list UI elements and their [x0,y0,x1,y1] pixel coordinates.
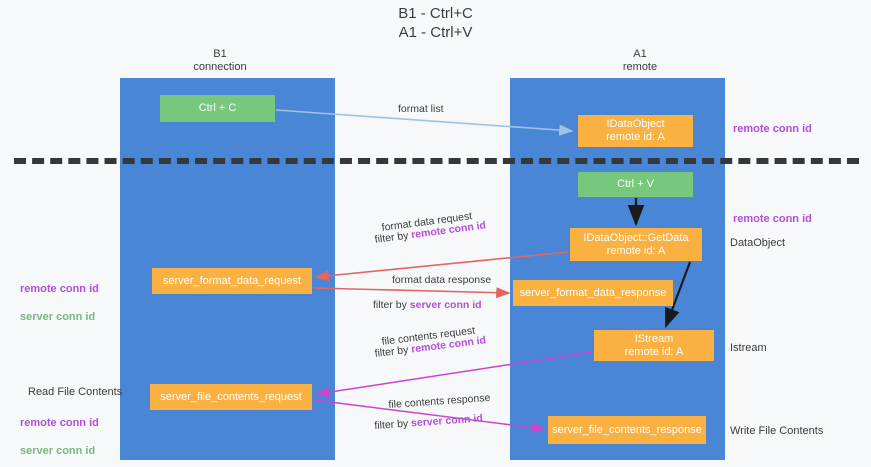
column-header-b1: B1 connection [193,48,247,73]
side-label-dataobject: DataObject [730,237,786,249]
edge-format-data-response [313,287,511,299]
diagram-title: B1 - Ctrl+C A1 - Ctrl+V [398,5,473,41]
node-server-file-contents-response[interactable]: server_file_contents_response [548,416,706,444]
edge-label-filter-server-conn-id-1: filter by server conn id [373,299,482,312]
side-label-remote-conn-id-left: remote conn id [20,283,99,295]
filter-by-text-4: filter by [374,417,412,432]
column-header-a1: A1 remote [622,48,658,73]
node-server-file-contents-request[interactable]: server_file_contents_request [150,384,312,410]
server-conn-id-text-1: server conn id [409,299,482,311]
side-label-server-conn-id-bottom: server conn id [20,445,96,457]
side-label-server-conn-id-left: server conn id [20,311,96,323]
side-label-remote-conn-id-bottom: remote conn id [20,417,99,429]
side-label-write-file-contents: Write File Contents [730,425,824,437]
side-label-remote-conn-id-top: remote conn id [733,123,812,135]
separator-dashed-line [14,158,859,164]
edge-label-format-list: format list [398,103,444,115]
edge-label-filter-server-conn-id-2: filter by server conn id [374,412,483,433]
node-ctrl-v[interactable]: Ctrl + V [578,172,693,197]
edge-label-format-data-response: format data response [392,274,492,286]
node-idataobject[interactable]: IDataObject remote id: A [578,115,693,147]
edge-label-file-contents-response: file contents response [388,391,491,411]
side-label-conn-ids-mid: remote conn id server conn id [20,268,99,324]
node-istream[interactable]: IStream remote id: A [594,330,714,361]
node-ctrl-c[interactable]: Ctrl + C [160,95,275,122]
filter-by-text-1: filter by [374,229,413,246]
side-label-conn-ids-bottom: remote conn id server conn id [20,402,99,458]
node-server-format-data-response[interactable]: server_format_data_response [513,280,673,306]
filter-by-text-3: filter by [374,343,412,360]
side-label-read-file-contents: Read File Contents [28,386,123,398]
side-label-remote-conn-id-mid: remote conn id [733,213,812,225]
server-conn-id-text-2: server conn id [410,412,484,430]
side-label-istream: Istream [730,342,767,354]
node-idataobject-getdata[interactable]: IDataObject::GetData remote id: A [570,228,702,261]
node-server-format-data-request[interactable]: server_format_data_request [152,268,312,294]
filter-by-text-2: filter by [373,299,410,311]
